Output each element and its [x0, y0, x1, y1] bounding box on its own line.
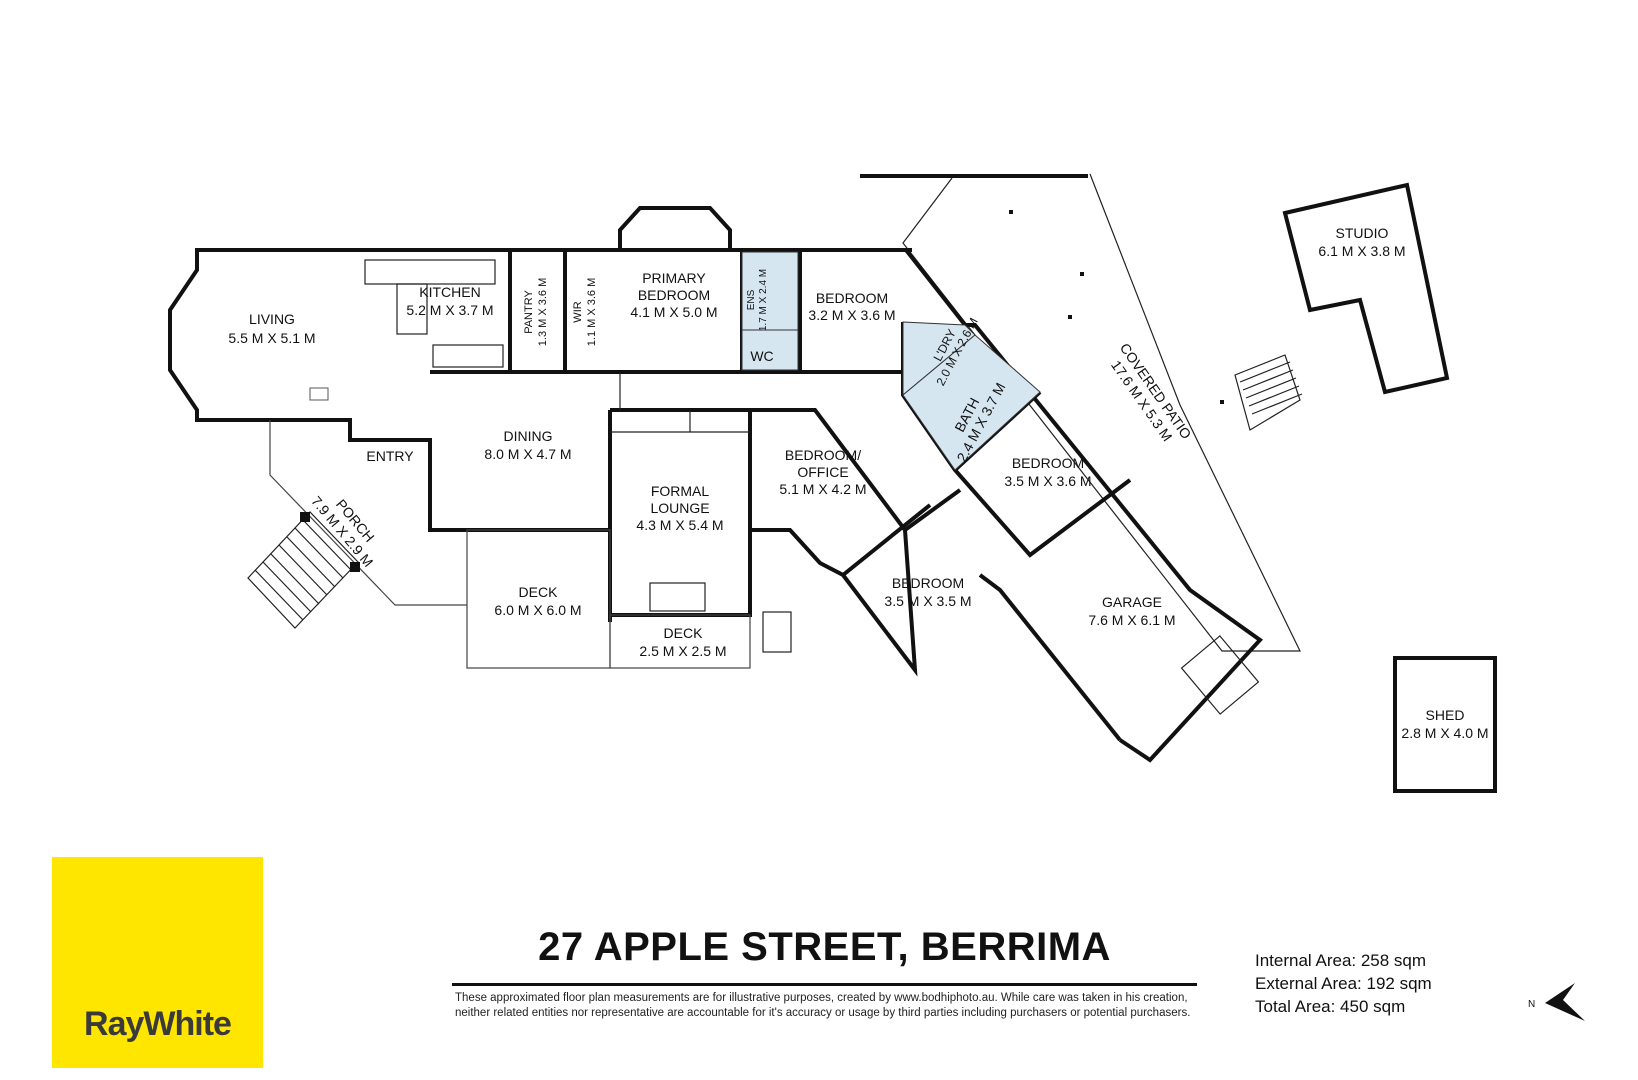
- area-summary: Internal Area: 258 sqm External Area: 19…: [1255, 949, 1432, 1018]
- deck-1-label: DECK: [519, 584, 559, 600]
- bedroom-office-label-line1: BEDROOM/: [785, 447, 861, 463]
- bedroom-3-label: BEDROOM: [892, 575, 964, 591]
- shed-dims: 2.8 M X 4.0 M: [1401, 725, 1488, 741]
- living-dims: 5.5 M X 5.1 M: [228, 330, 315, 346]
- raywhite-logo: RayWhite: [52, 857, 263, 1068]
- entry-label: ENTRY: [366, 448, 414, 464]
- formal-lounge-dims: 4.3 M X 5.4 M: [636, 517, 723, 533]
- dining-label: DINING: [504, 428, 553, 444]
- garage-label: GARAGE: [1102, 594, 1162, 610]
- primary-bedroom-label-line2: BEDROOM: [638, 287, 710, 303]
- deck-2-label: DECK: [664, 625, 704, 641]
- wir-label: WIR: [572, 301, 584, 322]
- internal-area: Internal Area: 258 sqm: [1255, 951, 1427, 970]
- external-area: External Area: 192 sqm: [1255, 974, 1432, 993]
- pantry-dims: 1.3 M X 3.6 M: [537, 278, 549, 346]
- primary-bedroom-dims: 4.1 M X 5.0 M: [630, 304, 717, 320]
- disclaimer-text: These approximated floor plan measuremen…: [455, 992, 1191, 1019]
- bedroom-office-label-line2: OFFICE: [797, 464, 848, 480]
- right-wing-walls: [750, 248, 1264, 763]
- bedroom-office-dims: 5.1 M X 4.2 M: [779, 481, 866, 497]
- kitchen-label: KITCHEN: [419, 284, 480, 300]
- porch: [247, 420, 467, 629]
- covered-patio-area: [860, 173, 1301, 652]
- deck-2-dims: 2.5 M X 2.5 M: [639, 643, 726, 659]
- dining-dims: 8.0 M X 4.7 M: [484, 446, 571, 462]
- bedroom-1-dims: 3.2 M X 3.6 M: [808, 307, 895, 323]
- shed-walls: [1393, 656, 1497, 793]
- studio-walls: [1234, 182, 1450, 431]
- studio-label: STUDIO: [1336, 225, 1389, 241]
- bedroom-2-label: BEDROOM: [1012, 455, 1084, 471]
- north-label: N: [1528, 999, 1535, 1010]
- bedroom-3-dims: 3.5 M X 3.5 M: [884, 593, 971, 609]
- bedroom-1-label: BEDROOM: [816, 290, 888, 306]
- ens-label: ENS: [746, 289, 757, 310]
- kitchen-dims: 5.2 M X 3.7 M: [406, 302, 493, 318]
- property-address: 27 APPLE STREET, BERRIMA: [538, 925, 1111, 969]
- formal-lounge-label-line2: LOUNGE: [650, 500, 709, 516]
- total-area: Total Area: 450 sqm: [1255, 997, 1406, 1016]
- bedroom-2-dims: 3.5 M X 3.6 M: [1004, 473, 1091, 489]
- decks: [466, 529, 792, 669]
- deck-1-dims: 6.0 M X 6.0 M: [494, 602, 581, 618]
- north-arrow-icon: N: [1528, 983, 1585, 1021]
- room-labels: LIVING 5.5 M X 5.1 M KITCHEN 5.2 M X 3.7…: [228, 225, 1488, 741]
- shed-label: SHED: [1426, 707, 1465, 723]
- wc-wet-area: [741, 329, 799, 371]
- wc-label: WC: [750, 348, 773, 364]
- logo-wordmark: RayWhite: [84, 1005, 232, 1043]
- primary-bedroom-label-line1: PRIMARY: [642, 270, 706, 286]
- ens-dims: 1.7 M X 2.4 M: [758, 269, 769, 331]
- wir-dims: 1.1 M X 3.6 M: [586, 278, 598, 346]
- garage-dims: 7.6 M X 6.1 M: [1088, 612, 1175, 628]
- divider: [452, 983, 1197, 986]
- pantry-label: PANTRY: [523, 290, 535, 334]
- main-house-walls: [168, 206, 912, 622]
- kitchen-joinery: [309, 259, 504, 401]
- formal-lounge-label-line1: FORMAL: [651, 483, 710, 499]
- living-label: LIVING: [249, 311, 295, 327]
- studio-dims: 6.1 M X 3.8 M: [1318, 243, 1405, 259]
